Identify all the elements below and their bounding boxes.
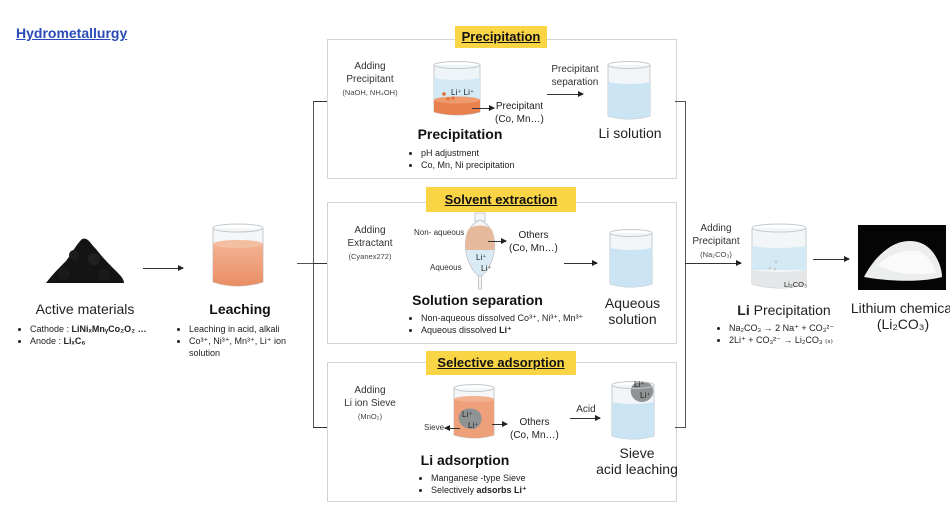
connector-line [675, 427, 685, 428]
adsorption-bullet: Selectively adsorbs Li⁺ [431, 484, 591, 496]
precipitation-tag: Precipitation [455, 26, 547, 48]
reaction-bullet: 2Li⁺ + CO₃²⁻ → Li₂CO₃ ₍ₛ₎ [729, 334, 869, 346]
li-ion-label: Li⁺ [634, 380, 645, 389]
leaching-bullet: Co³⁺, Ni³⁺, Mn³⁺, Li⁺ ion solution [189, 335, 314, 359]
sieve-acid-leaching-label: Sieve acid leaching [596, 445, 678, 477]
solution-separation-heading: Solution separation [412, 292, 543, 308]
active-materials-label: Active materials [35, 301, 135, 317]
solvent-bullets: Non-aqueous dissolved Co³⁺, Ni³⁺, Mn³⁺ A… [409, 312, 621, 336]
non-aqueous-label: Non- aqueous [414, 228, 465, 237]
arrow-separation [547, 91, 584, 97]
li-precipitation-heading: Li Precipitation [737, 302, 831, 318]
li-ion-label: Li⁺ [481, 264, 492, 273]
solvent-bullet: Non-aqueous dissolved Co³⁺, Ni³⁺, Mn³⁺ [421, 312, 621, 324]
arrow-precipitant-out [472, 105, 495, 111]
precipitation-beaker-icon [433, 61, 481, 116]
arrow-acid [570, 415, 601, 421]
leaching-bullet: Leaching in acid, alkali [189, 323, 314, 335]
precipitant-input-label: Adding Precipitant (NaOH, NH₄OH) [342, 61, 398, 97]
powder-pile-icon [46, 238, 124, 283]
arrow-others-out [492, 421, 508, 427]
li2co3-beaker-label: Li₂CO₃ [784, 280, 808, 289]
precipitation-bullet: pH adjustment [421, 147, 571, 159]
acid-label: Acid [576, 404, 596, 415]
li-ion-label: Li⁺ [462, 410, 473, 419]
aqueous-solution-label: Aqueous solution [604, 295, 661, 327]
li-ion-label: Li⁺ [468, 421, 479, 430]
leaching-heading: Leaching [209, 301, 271, 317]
others-output-label: Others (Co, Mn…) [509, 230, 558, 254]
connector-line [685, 101, 686, 428]
adsorption-bullets: Manganese -type Sieve Selectively adsorb… [419, 472, 591, 496]
precipitation-bullet: Co, Mn, Ni precipitation [421, 159, 571, 171]
li-precipitation-beaker-icon [751, 223, 807, 289]
sieve-leaching-beaker-icon [611, 381, 655, 440]
arrow-to-li-precipitation [685, 260, 742, 266]
connector-line [297, 263, 313, 264]
precipitation-bullets: pH adjustment Co, Mn, Ni precipitation [409, 147, 571, 171]
active-materials-bullets: Cathode : LiNiₓMnᵧCo₂O₂ … Anode : LiₓC₆ [18, 323, 190, 347]
reaction-bullet: Na₂CO₃ → 2 Na⁺ + CO₃²⁻ [729, 322, 869, 334]
arrow-to-product [813, 256, 850, 262]
solvent-bullet: Aqueous dissolved Li⁺ [421, 324, 621, 336]
anode-bullet: Anode : LiₓC₆ [30, 335, 190, 347]
li-solution-label: Li solution [598, 125, 662, 141]
na2co3-input-label: Adding Precipitant (Na₂CO₃) [692, 223, 740, 259]
extractant-input-label: Adding Extractant (Cyanex272) [347, 225, 393, 261]
arrow-others-out [488, 238, 507, 244]
sieve-label: Sieve [424, 423, 445, 432]
sieve-input-label: Adding Li ion Sieve (MnO₂) [344, 385, 396, 421]
li-ion-label: Li⁺ Li⁺ [451, 88, 475, 97]
adsorption-bullet: Manganese -type Sieve [431, 472, 591, 484]
selective-adsorption-tag: Selective adsorption [426, 351, 576, 375]
others-output-label: Others (Co, Mn…) [510, 417, 559, 441]
cathode-bullet: Cathode : LiNiₓMnᵧCo₂O₂ … [30, 323, 190, 335]
leaching-bullets: Leaching in acid, alkali Co³⁺, Ni³⁺, Mn³… [177, 323, 314, 359]
li-precipitation-bullets: Na₂CO₃ → 2 Na⁺ + CO₃²⁻ 2Li⁺ + CO₃²⁻ → Li… [717, 322, 869, 346]
arrow-to-leaching [143, 265, 184, 271]
aqueous-label: Aqueous [430, 263, 462, 272]
li-adsorption-heading: Li adsorption [420, 452, 510, 468]
orange-beaker-icon [212, 223, 264, 287]
li-ion-label: Li⁺ [476, 253, 487, 262]
precipitant-output-label: Precipitant (Co, Mn…) [495, 101, 544, 125]
separatory-funnel-icon [464, 212, 496, 290]
arrow-to-aqueous [564, 260, 598, 266]
li-ion-label: Li⁺ [640, 391, 651, 400]
precipitant-separation-label: Precipitant separation [551, 64, 599, 88]
adsorption-beaker-icon [453, 384, 495, 439]
aqueous-beaker-icon [609, 229, 653, 288]
lithium-carbonate-photo [858, 225, 946, 290]
connector-line [313, 101, 314, 427]
connector-line [675, 101, 685, 102]
product-label: Lithium chemical (Li₂CO₃) [850, 300, 950, 332]
page-title: Hydrometallurgy [16, 25, 128, 41]
precipitation-heading: Precipitation [417, 126, 503, 142]
li-solution-beaker-icon [607, 61, 651, 120]
arrow-sieve [444, 425, 460, 431]
solvent-extraction-tag: Solvent extraction [426, 187, 576, 212]
